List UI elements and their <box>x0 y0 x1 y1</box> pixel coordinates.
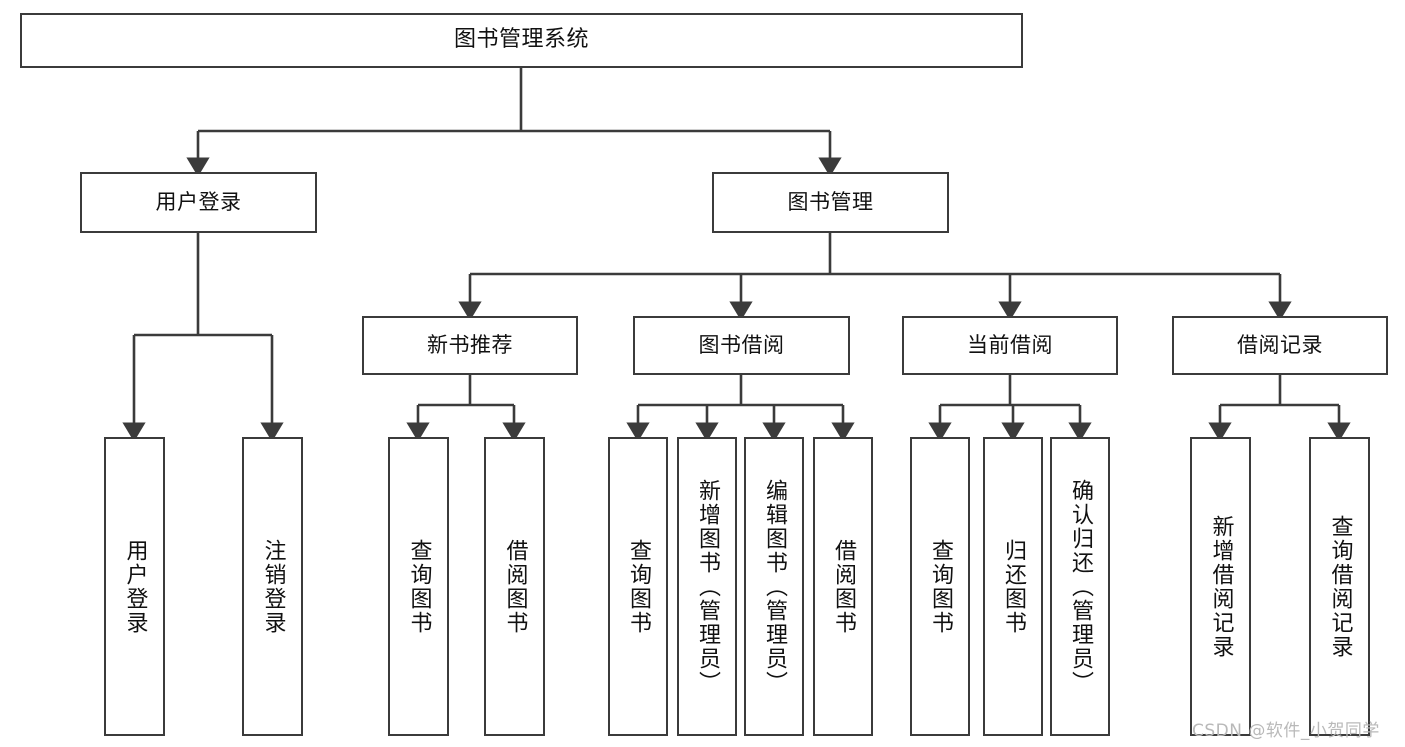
leaf-user-login-label: 用户登录 <box>122 538 148 635</box>
leaf-add-record-label: 新增借阅记录 <box>1208 514 1234 659</box>
leaf-add-record[interactable]: 新增借阅记录 <box>1190 437 1251 736</box>
leaf-query-book-rec[interactable]: 查询图书 <box>388 437 449 736</box>
leaf-borrow-book-rec-label: 借阅图书 <box>502 538 528 635</box>
node-book-manage[interactable]: 图书管理 <box>712 172 949 233</box>
leaf-add-book[interactable]: 新增图书（管理员） <box>677 437 737 736</box>
node-current-borrow-label: 当前借阅 <box>967 332 1053 357</box>
node-book-borrow[interactable]: 图书借阅 <box>633 316 850 375</box>
node-new-book-rec[interactable]: 新书推荐 <box>362 316 578 375</box>
node-borrow-record-label: 借阅记录 <box>1237 332 1323 357</box>
leaf-confirm-return[interactable]: 确认归还（管理员） <box>1050 437 1110 736</box>
leaf-query-record[interactable]: 查询借阅记录 <box>1309 437 1370 736</box>
leaf-add-book-label: 新增图书（管理员） <box>694 478 720 695</box>
leaf-user-logout-label: 注销登录 <box>260 538 286 635</box>
leaf-query-book-cur[interactable]: 查询图书 <box>910 437 970 736</box>
leaf-borrow-book-label: 借阅图书 <box>830 538 856 635</box>
leaf-query-book-borrow[interactable]: 查询图书 <box>608 437 668 736</box>
leaf-query-book-borrow-label: 查询图书 <box>625 538 651 635</box>
node-root[interactable]: 图书管理系统 <box>20 13 1023 68</box>
leaf-borrow-book-rec[interactable]: 借阅图书 <box>484 437 545 736</box>
node-user-login[interactable]: 用户登录 <box>80 172 317 233</box>
node-new-book-rec-label: 新书推荐 <box>427 332 513 357</box>
node-user-login-label: 用户登录 <box>155 189 242 214</box>
leaf-query-book-cur-label: 查询图书 <box>927 538 953 635</box>
leaf-edit-book-label: 编辑图书（管理员） <box>761 478 787 695</box>
leaf-query-book-rec-label: 查询图书 <box>406 538 432 635</box>
leaf-query-record-label: 查询借阅记录 <box>1327 514 1353 659</box>
watermark: CSDN @软件_小贺同学 <box>1192 721 1380 741</box>
leaf-return-book-label: 归还图书 <box>1000 538 1026 635</box>
leaf-edit-book[interactable]: 编辑图书（管理员） <box>744 437 804 736</box>
leaf-user-login[interactable]: 用户登录 <box>104 437 165 736</box>
leaf-confirm-return-label: 确认归还（管理员） <box>1067 478 1093 695</box>
node-root-label: 图书管理系统 <box>453 27 589 53</box>
leaf-user-logout[interactable]: 注销登录 <box>242 437 303 736</box>
leaf-return-book[interactable]: 归还图书 <box>983 437 1043 736</box>
node-book-manage-label: 图书管理 <box>787 189 874 214</box>
node-current-borrow[interactable]: 当前借阅 <box>902 316 1118 375</box>
node-book-borrow-label: 图书借阅 <box>698 332 785 357</box>
node-borrow-record[interactable]: 借阅记录 <box>1172 316 1388 375</box>
leaf-borrow-book[interactable]: 借阅图书 <box>813 437 873 736</box>
